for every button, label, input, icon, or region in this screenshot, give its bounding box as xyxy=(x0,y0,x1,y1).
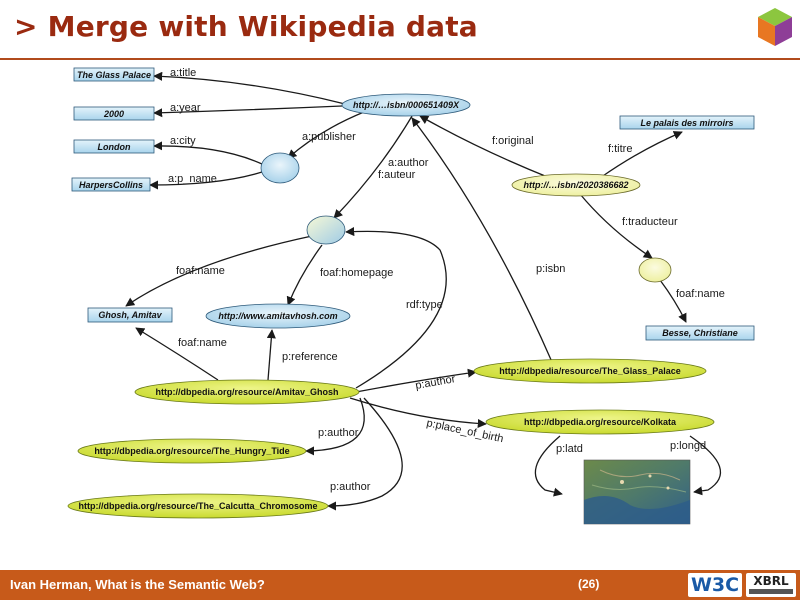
edge-p-place-of-birth xyxy=(349,397,487,429)
title-prefix: > xyxy=(14,10,38,43)
node-hungry-tide xyxy=(77,438,307,464)
node-amitav-ghosh xyxy=(134,379,360,405)
edge-p-author-hungry xyxy=(305,397,365,456)
label-titre: f:titre xyxy=(608,143,632,155)
edge-foaf-name xyxy=(125,235,313,307)
resource-nodes: http://…isbn/000651409X http://…isbn/202… xyxy=(67,93,715,519)
label-author: a:author xyxy=(388,157,429,169)
footer-author-title: Ivan Herman, What is the Semantic Web? xyxy=(10,577,265,592)
blank-node-translator xyxy=(638,257,672,283)
slide-title: > Merge with Wikipedia data xyxy=(14,10,478,43)
title-divider xyxy=(0,58,800,60)
edge-publisher xyxy=(287,111,365,159)
node-glass-palace-dbpedia xyxy=(473,358,707,384)
xbrl-logo-text: XBRL xyxy=(753,574,789,588)
node-hungry-tide-label: http://dbpedia.org/resource/The_Hungry_T… xyxy=(94,446,289,456)
node-isbn-en xyxy=(341,93,471,117)
literal-ghosh: Ghosh, Amitav xyxy=(98,310,162,320)
node-amitav-ghosh-label: http://dbpedia.org/resource/Amitav_Ghosh xyxy=(155,387,338,397)
node-kolkata-label: http://dbpedia.org/resource/Kolkata xyxy=(524,417,677,427)
node-glass-palace-dbpedia-label: http://dbpedia/resource/The_Glass_Palace xyxy=(499,366,681,376)
label-foaf-name-dbp: foaf:name xyxy=(178,337,227,349)
edge-title xyxy=(153,71,346,105)
literal-box-besse xyxy=(645,325,755,341)
edge-p-name xyxy=(149,171,263,190)
node-kolkata xyxy=(485,409,715,435)
edge-author xyxy=(333,115,413,219)
edge-labels: a:title a:year a:city a:p_name a:publish… xyxy=(168,67,725,493)
edge-year xyxy=(153,105,343,118)
edge-foaf-name-translator xyxy=(659,279,687,323)
label-auteur: f:auteur xyxy=(378,169,416,181)
literal-palais: Le palais des mirroirs xyxy=(640,118,733,128)
node-calcutta-chromosome xyxy=(67,493,329,519)
label-p-longd: p:longd xyxy=(670,440,706,452)
label-traducteur: f:traducteur xyxy=(622,216,678,228)
node-homepage-label: http://www.amitavhosh.com xyxy=(218,311,337,321)
literal-london: London xyxy=(98,142,131,152)
literal-box-palais xyxy=(619,115,755,130)
edge-city xyxy=(153,141,263,165)
literal-year: 2000 xyxy=(103,109,124,119)
label-foaf-name: foaf:name xyxy=(176,265,225,277)
page-number: (26) xyxy=(578,577,600,591)
literal-glass-palace: The Glass Palace xyxy=(77,70,151,80)
edge-p-isbn xyxy=(411,117,553,363)
footer-bar: Ivan Herman, What is the Semantic Web? (… xyxy=(0,570,800,600)
edge-foaf-homepage xyxy=(286,244,323,306)
edge-titre xyxy=(599,131,683,179)
satellite-map-image xyxy=(583,459,691,525)
edge-p-author-glass xyxy=(355,368,477,393)
edge-traducteur xyxy=(579,193,653,259)
edge-p-latd xyxy=(534,435,563,497)
semantic-web-cube-logo xyxy=(758,8,792,46)
label-rdf-type: rdf:type xyxy=(406,299,443,311)
label-p-isbn: p:isbn xyxy=(536,263,565,275)
label-publisher: a:publisher xyxy=(302,131,356,143)
label-p-name: a:p_name xyxy=(168,173,217,185)
label-p-author-hungry: p:author xyxy=(318,427,359,439)
literal-harpercollins: HarpersCollins xyxy=(79,180,143,190)
edge-foaf-name-dbp xyxy=(135,327,219,381)
edge-rdf-type xyxy=(345,227,447,389)
label-p-latd: p:latd xyxy=(556,443,583,455)
label-city: a:city xyxy=(170,135,196,147)
node-isbn-en-label: http://…isbn/000651409X xyxy=(353,100,460,110)
w3c-logo: W3C xyxy=(688,573,742,597)
literal-nodes: The Glass Palace 2000 London HarpersColl… xyxy=(71,67,755,341)
blank-node-author xyxy=(306,215,346,245)
label-foaf-name-translator: foaf:name xyxy=(676,288,725,300)
edge-p-reference xyxy=(266,329,276,381)
literal-box-london xyxy=(73,139,155,154)
literal-box-ghosh xyxy=(87,307,173,323)
literal-box-harpercollins xyxy=(71,177,151,192)
node-homepage xyxy=(205,303,351,329)
literal-besse: Besse, Christiane xyxy=(662,328,738,338)
node-isbn-fr xyxy=(511,173,641,197)
node-calcutta-chromosome-label: http://dbpedia.org/resource/The_Calcutta… xyxy=(78,501,317,511)
edge-p-author-calcutta xyxy=(327,397,403,511)
literal-box-glass-palace xyxy=(73,67,155,82)
label-foaf-homepage: foaf:homepage xyxy=(320,267,393,279)
label-title: a:title xyxy=(170,67,196,79)
rdf-graph-diagram: a:title a:year a:city a:p_name a:publish… xyxy=(67,67,755,525)
edge-p-longd xyxy=(689,435,722,496)
label-p-reference: p:reference xyxy=(282,351,338,363)
label-p-author-glass: p:author xyxy=(414,373,456,392)
node-isbn-fr-label: http://…isbn/2020386682 xyxy=(523,180,628,190)
xbrl-logo: XBRL xyxy=(746,573,796,597)
literal-box-year xyxy=(73,106,155,121)
title-text: Merge with Wikipedia data xyxy=(47,10,478,43)
blank-node-publisher xyxy=(260,152,300,184)
edge-original xyxy=(419,115,551,179)
label-original: f:original xyxy=(492,135,534,147)
label-year: a:year xyxy=(170,102,201,114)
label-p-author-calcutta: p:author xyxy=(330,481,371,493)
edges xyxy=(125,71,722,511)
